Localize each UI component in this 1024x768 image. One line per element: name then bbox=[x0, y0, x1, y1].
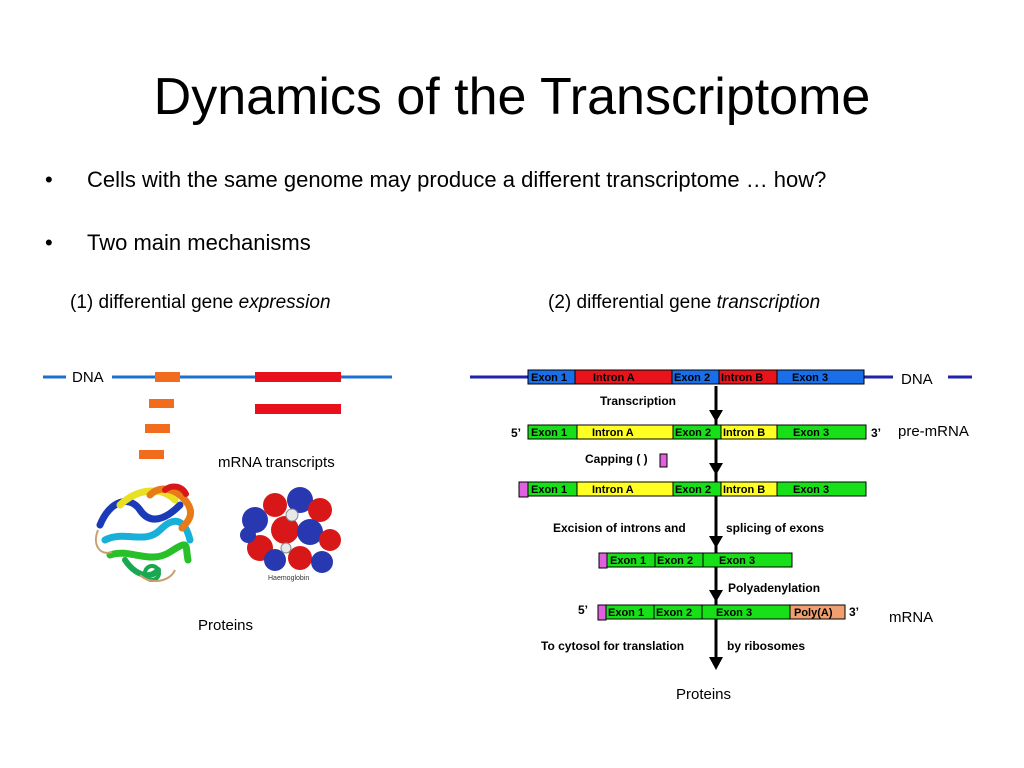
arrow-head-icon bbox=[709, 657, 723, 670]
three-prime-label: 3’ bbox=[849, 605, 859, 619]
bullet-item: • Two main mechanisms bbox=[45, 228, 311, 258]
step-capping: Capping ( ) bbox=[585, 452, 648, 466]
haemoglobin-protein-image: Haemoglobin bbox=[240, 487, 341, 582]
exon-2-label: Exon 2 bbox=[656, 607, 692, 619]
slide-title: Dynamics of the Transcriptome bbox=[153, 68, 871, 126]
mechanism-1-heading: (1) differential gene expression bbox=[70, 290, 331, 316]
mrna-transcripts-label: mRNA transcripts bbox=[218, 454, 335, 471]
cap-icon bbox=[659, 453, 668, 468]
orange-gene bbox=[155, 372, 180, 382]
proteins-label-left: Proteins bbox=[198, 617, 253, 634]
cap-segment bbox=[598, 552, 608, 569]
step-excision-right: splicing of exons bbox=[726, 521, 824, 535]
exon-1-label: Exon 1 bbox=[531, 484, 567, 496]
bullet-item: • Cells with the same genome may produce … bbox=[45, 165, 826, 195]
arrow-head-icon bbox=[709, 410, 723, 422]
exon-2-label: Exon 2 bbox=[657, 555, 693, 567]
rainbow-protein-image bbox=[94, 483, 195, 582]
exon-1-label: Exon 1 bbox=[608, 607, 644, 619]
mechanism-1-heading-emph: expression bbox=[238, 292, 331, 313]
step-transcription: Transcription bbox=[600, 394, 676, 408]
dna-label-right: DNA bbox=[901, 371, 933, 388]
mechanism-2-heading: (2) differential gene transcription bbox=[548, 290, 820, 316]
exon-2-label: Exon 2 bbox=[675, 427, 711, 439]
exon-3-label: Exon 3 bbox=[792, 372, 828, 384]
proteins-label-right: Proteins bbox=[676, 686, 731, 703]
arrow-head-icon bbox=[709, 536, 723, 548]
red-gene bbox=[255, 372, 341, 382]
arrow-head-icon bbox=[709, 463, 723, 475]
exon-3-label: Exon 3 bbox=[716, 607, 752, 619]
haemoglobin-caption: Haemoglobin bbox=[268, 575, 309, 582]
exon-2-label: Exon 2 bbox=[674, 372, 710, 384]
cap-segment bbox=[597, 604, 607, 621]
dna-label-left: DNA bbox=[72, 369, 104, 386]
bullet-text: Two main mechanisms bbox=[87, 230, 311, 255]
five-prime-label: 5’ bbox=[511, 426, 521, 440]
intron-b-label: Intron B bbox=[721, 372, 763, 384]
orange-mrna-transcript bbox=[145, 424, 170, 433]
intron-b-label: Intron B bbox=[723, 427, 765, 439]
five-prime-label: 5’ bbox=[578, 603, 588, 617]
exon-3-segment bbox=[776, 424, 867, 440]
bullet-symbol: • bbox=[45, 167, 53, 192]
orange-mrna-transcript bbox=[149, 399, 174, 408]
exon-1-label: Exon 1 bbox=[610, 555, 646, 567]
step-polyadenylation: Polyadenylation bbox=[728, 581, 820, 595]
bullet-text: Cells with the same genome may produce a… bbox=[87, 167, 827, 192]
pre-mrna-label: pre-mRNA bbox=[898, 423, 969, 440]
exon-1-label: Exon 1 bbox=[531, 427, 567, 439]
spliced-mrna-bar: Exon 1 Exon 2 Exon 3 bbox=[598, 552, 793, 569]
intron-a-label: Intron A bbox=[592, 427, 634, 439]
mechanism-2-heading-emph: transcription bbox=[716, 292, 821, 313]
exon-1-label: Exon 1 bbox=[531, 372, 567, 384]
mechanism-1-heading-prefix: (1) differential gene bbox=[70, 292, 239, 313]
intron-a-label: Intron A bbox=[593, 372, 635, 384]
exon-3-segment bbox=[702, 552, 793, 568]
step-cytosol-left: To cytosol for translation bbox=[541, 639, 684, 653]
cap-segment bbox=[518, 481, 529, 498]
mechanism-2-heading-prefix: (2) differential gene bbox=[548, 292, 717, 313]
red-mrna-transcript bbox=[255, 404, 341, 414]
step-excision-left: Excision of introns and bbox=[553, 521, 686, 535]
step-cytosol-right: by ribosomes bbox=[727, 639, 805, 653]
poly-a-label: Poly(A) bbox=[794, 607, 833, 619]
intron-b-label: Intron B bbox=[723, 484, 765, 496]
exon-3-label: Exon 3 bbox=[793, 484, 829, 496]
arrow-head-icon bbox=[709, 590, 723, 602]
capped-pre-mrna-bar: Exon 1 Intron A Exon 2 Intron B Exon 3 bbox=[518, 481, 867, 498]
exon-3-segment bbox=[776, 481, 867, 497]
exon-2-label: Exon 2 bbox=[675, 484, 711, 496]
dna-gene-bar: Exon 1 Intron A Exon 2 Intron B Exon 3 bbox=[527, 369, 865, 385]
exon-3-label: Exon 3 bbox=[793, 427, 829, 439]
mrna-label: mRNA bbox=[889, 609, 933, 626]
mature-mrna-bar: Exon 1 Exon 2 Exon 3 Poly(A) bbox=[597, 604, 846, 621]
three-prime-label: 3’ bbox=[871, 426, 881, 440]
intron-a-label: Intron A bbox=[592, 484, 634, 496]
exon-3-label: Exon 3 bbox=[719, 555, 755, 567]
bullet-symbol: • bbox=[45, 230, 53, 255]
poly-a-segment bbox=[789, 604, 846, 620]
orange-mrna-transcript bbox=[139, 450, 164, 459]
pre-mrna-bar: Exon 1 Intron A Exon 2 Intron B Exon 3 bbox=[527, 424, 867, 440]
exon-3-segment bbox=[776, 369, 865, 385]
